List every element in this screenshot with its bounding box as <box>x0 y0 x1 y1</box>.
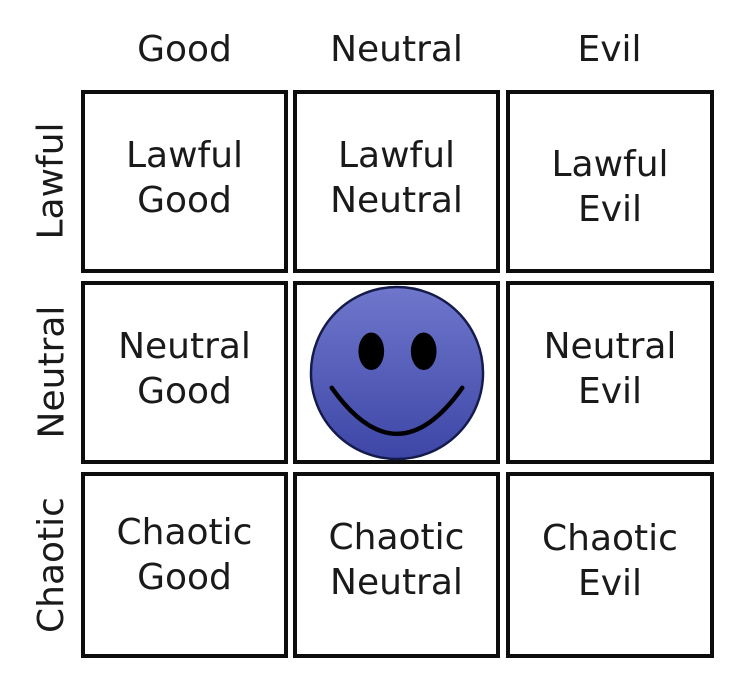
cell-lawful-good: Lawful Good <box>81 90 288 273</box>
cell-lawful-evil: Lawful Evil <box>506 90 714 273</box>
column-header-evil: Evil <box>577 29 642 70</box>
row-header-chaotic: Chaotic <box>30 472 74 657</box>
cell-neutral-evil: Neutral Evil <box>506 281 714 464</box>
row-header-neutral-label: Neutral <box>31 305 72 439</box>
cell-neutral-good: Neutral Good <box>81 281 288 464</box>
row-header-neutral: Neutral <box>30 281 74 463</box>
cell-label: Lawful Neutral <box>330 134 463 221</box>
row-header-chaotic-label: Chaotic <box>31 496 73 633</box>
cell-lawful-neutral: Lawful Neutral <box>293 90 500 273</box>
cell-chaotic-evil: Chaotic Evil <box>506 472 714 658</box>
cell-label: Neutral Good <box>118 325 251 412</box>
cell-label: Chaotic Good <box>116 512 253 598</box>
cell-chaotic-good: Chaotic Good <box>81 472 288 658</box>
cell-label: Chaotic Evil <box>542 518 678 604</box>
cell-label: Lawful Good <box>125 134 244 221</box>
row-header-lawful: Lawful <box>30 90 74 272</box>
cell-label: Neutral Evil <box>543 325 677 412</box>
smiley-face-icon <box>309 285 484 460</box>
column-header-good: Good <box>137 29 232 70</box>
cell-chaotic-neutral: Chaotic Neutral <box>293 472 500 658</box>
cell-label: Chaotic Neutral <box>328 517 465 603</box>
column-header-neutral: Neutral <box>330 29 463 70</box>
cell-label: Lawful Evil <box>551 143 669 230</box>
row-header-lawful-label: Lawful <box>31 122 72 240</box>
cell-true-neutral <box>293 281 500 464</box>
